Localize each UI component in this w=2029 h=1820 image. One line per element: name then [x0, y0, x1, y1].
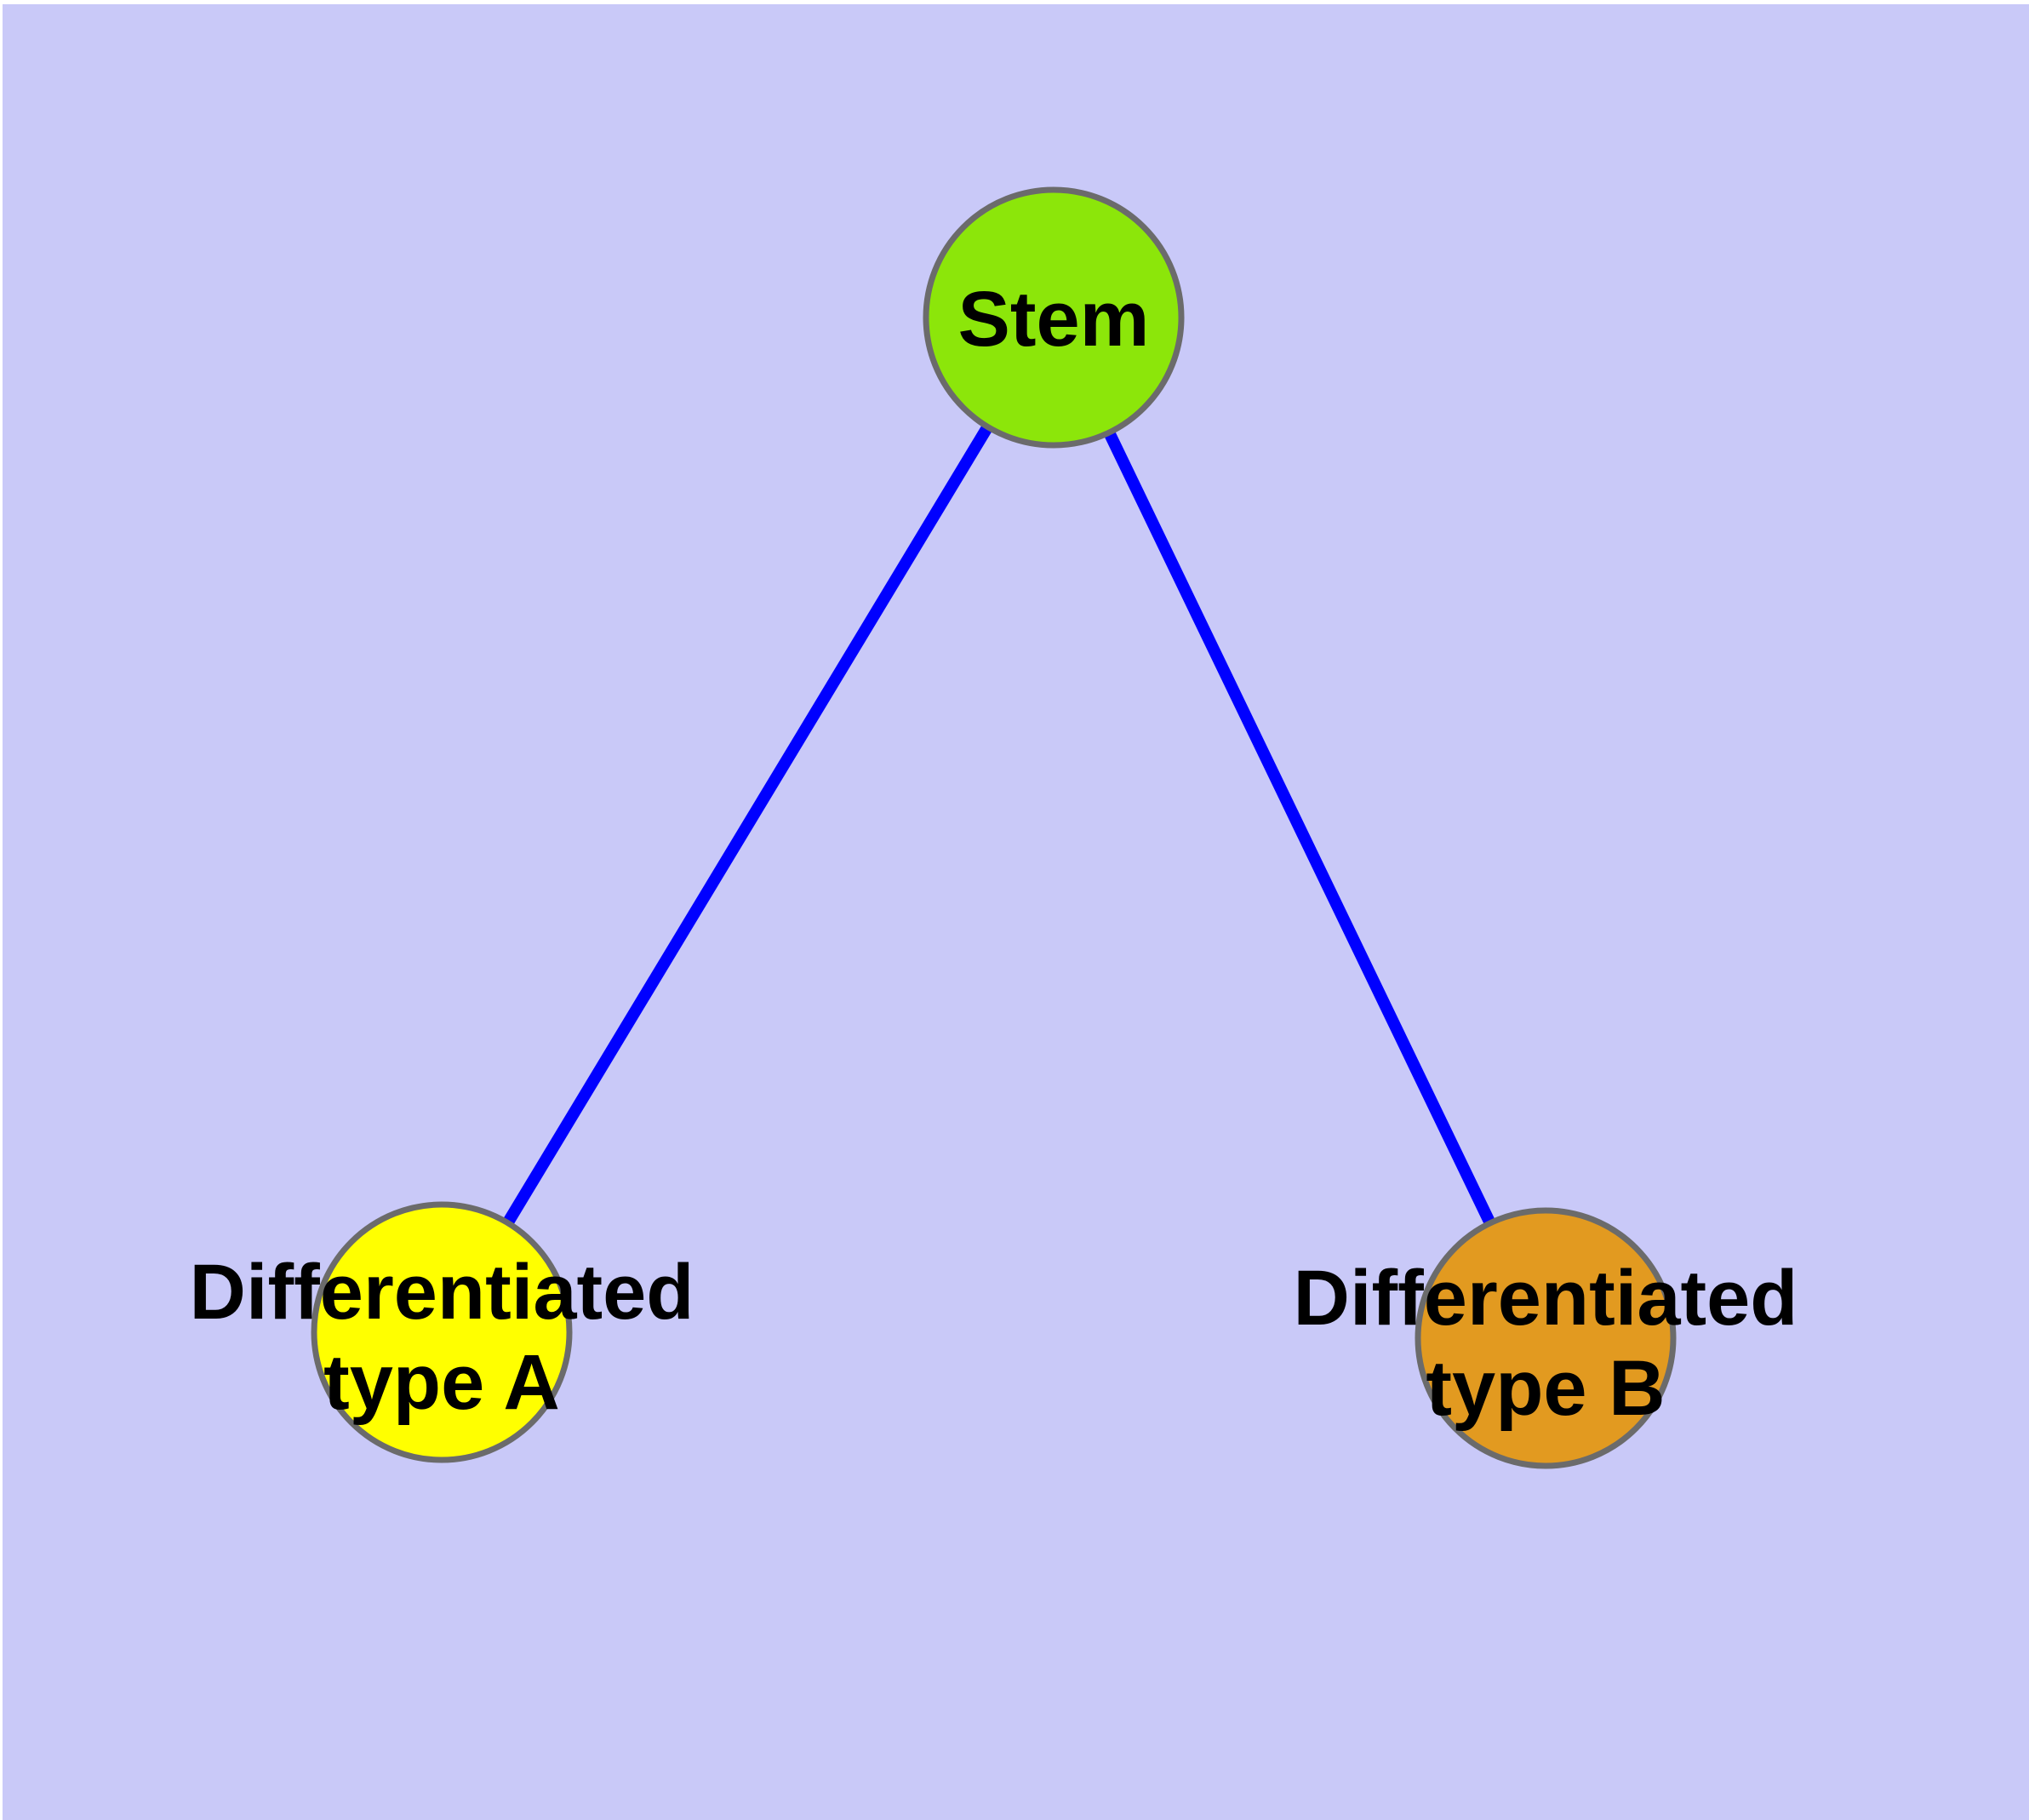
node-differentiated-type-a — [311, 1201, 573, 1463]
node-label-differentiated-type-b-line1: Differentiated — [1294, 1255, 1798, 1342]
node-differentiated-type-b — [1415, 1207, 1677, 1469]
node-label-stem: Stem — [958, 276, 1150, 363]
node-label-differentiated-type-b-line2: type B — [1426, 1345, 1665, 1432]
node-label-differentiated-type-a-line2: type A — [323, 1339, 560, 1426]
node-stem — [923, 186, 1185, 449]
edge-stem-to-type-a — [437, 314, 1059, 1336]
edge-stem-to-type-b — [1048, 314, 1552, 1342]
node-label-differentiated-type-a-line1: Differentiated — [190, 1249, 694, 1336]
